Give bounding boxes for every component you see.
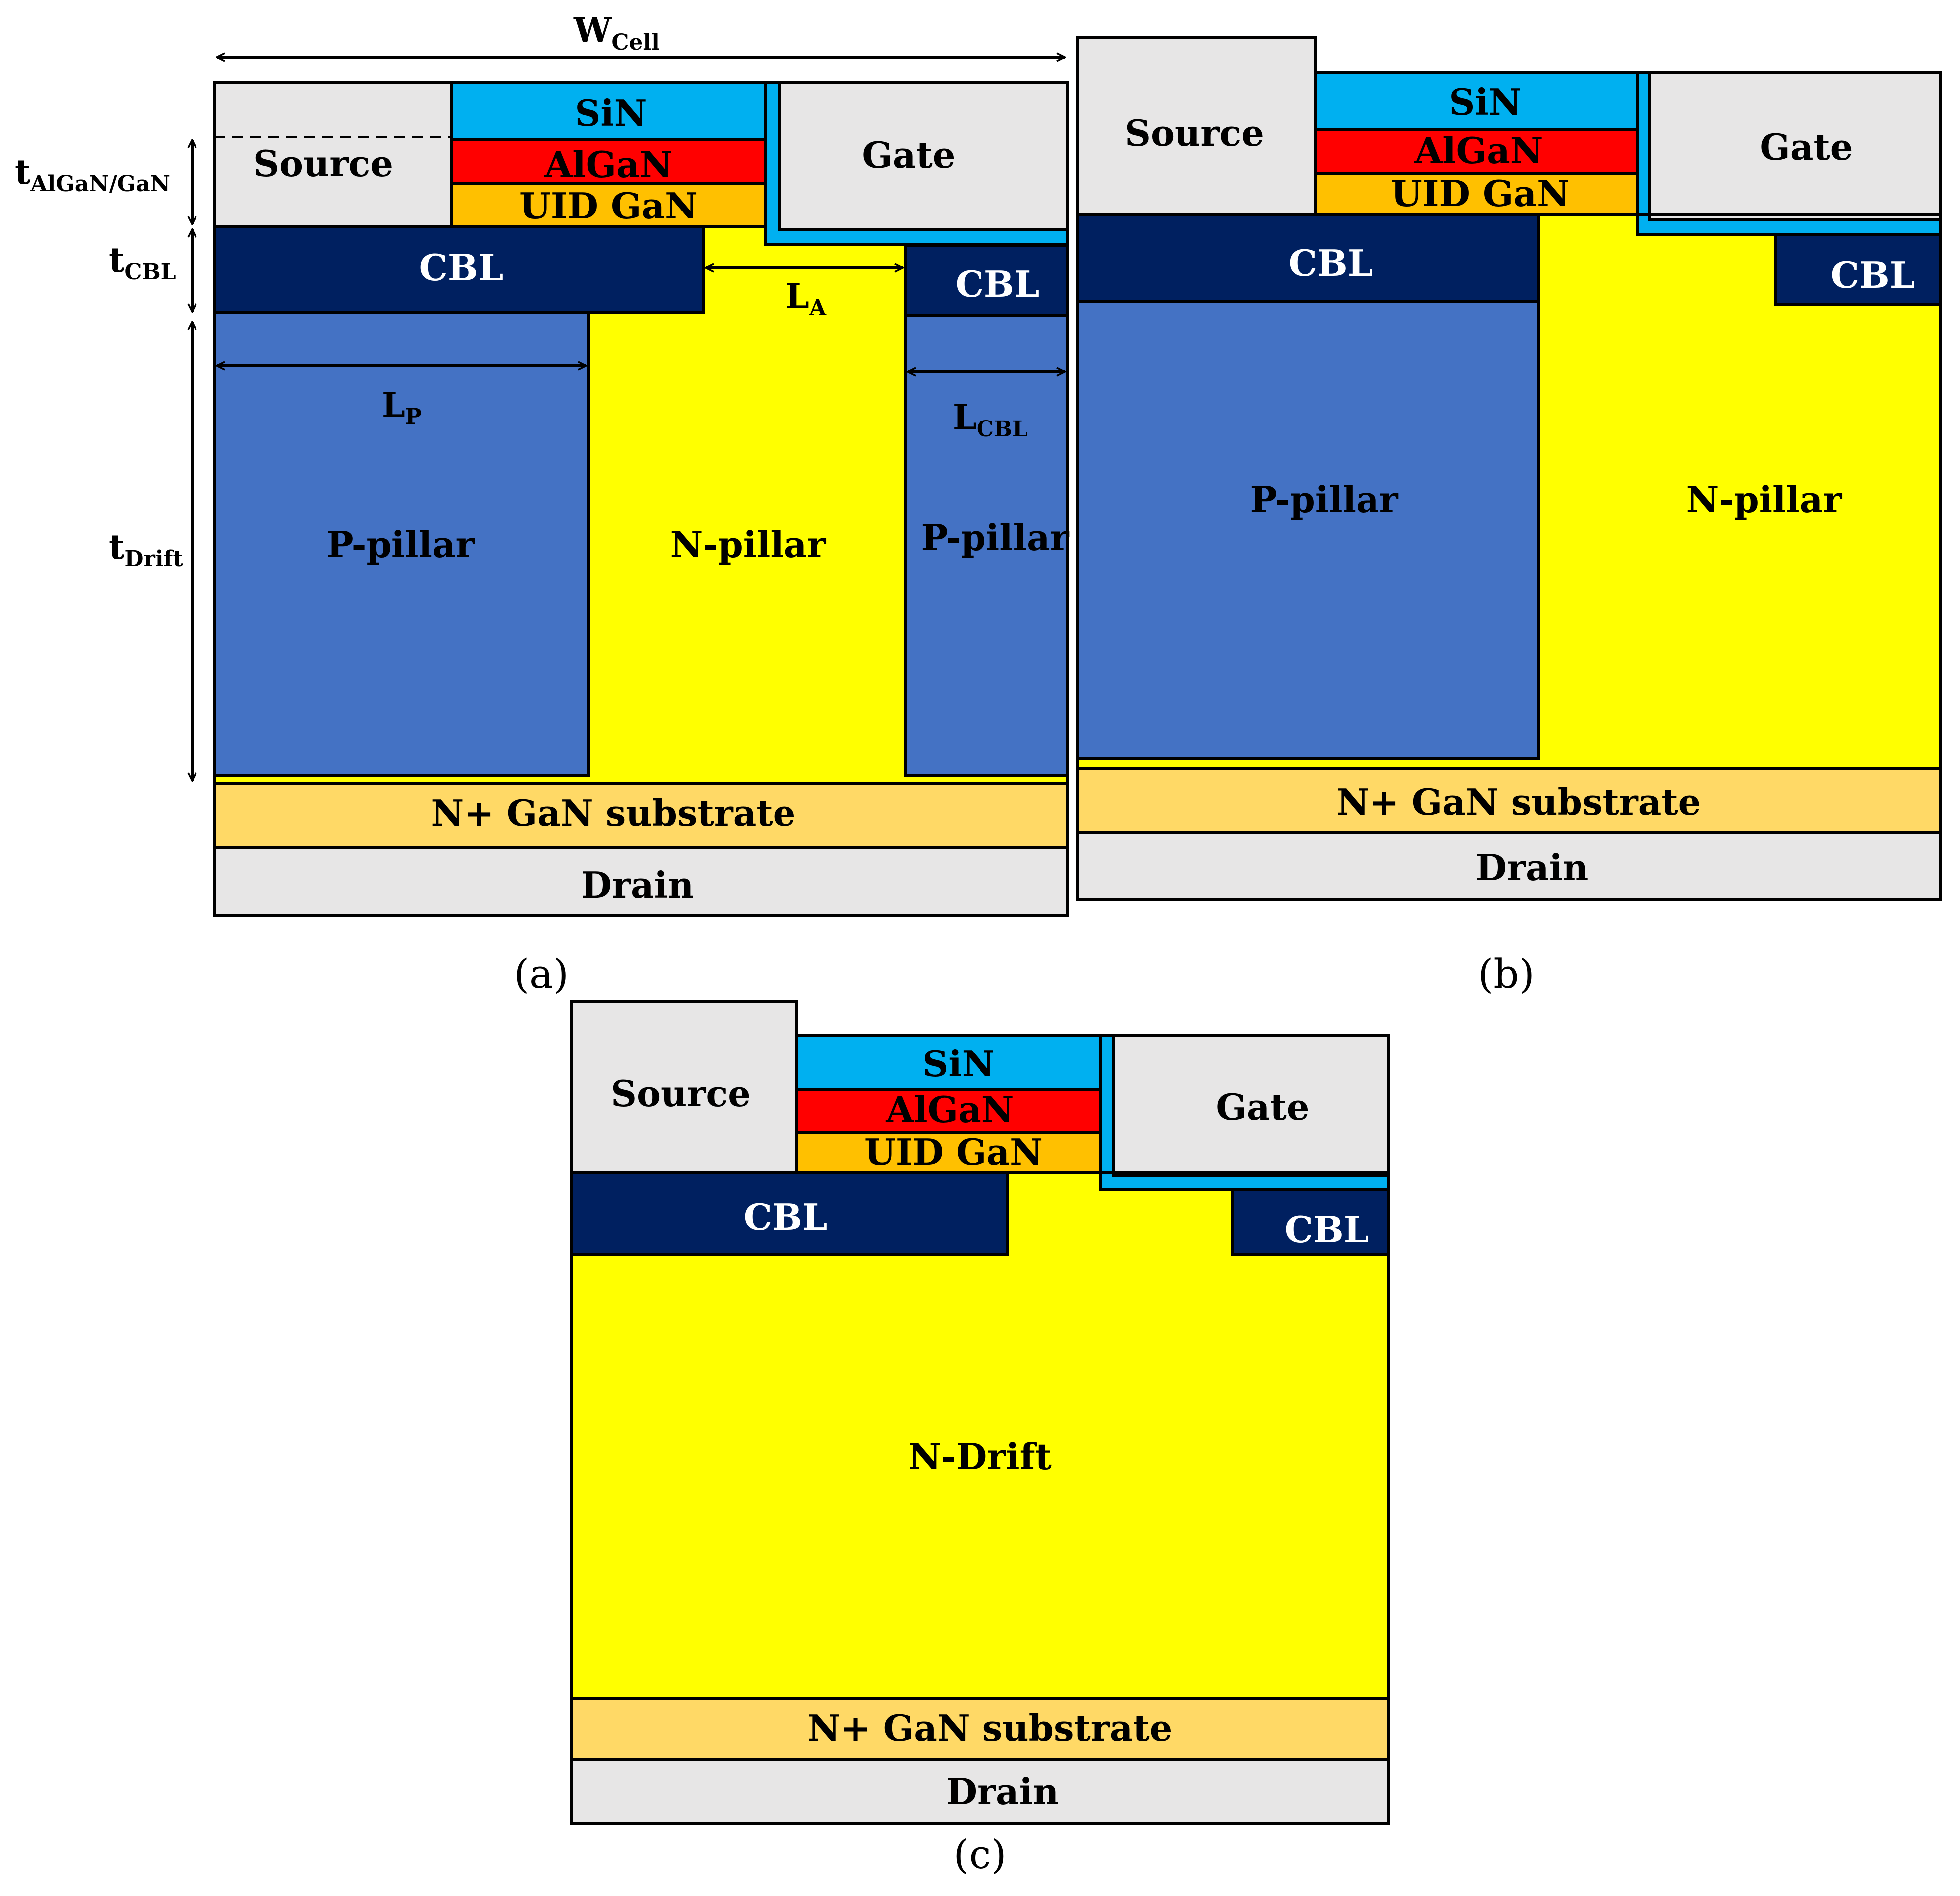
caption-c: (c): [953, 1831, 1006, 1878]
panel-a-algan-label: AlGaN: [544, 143, 672, 186]
panel-a-outline: [213, 81, 1069, 917]
panel-c-cbl-right: [1231, 1188, 1390, 1256]
panel-a-p-pillar-right: [904, 314, 1069, 777]
panel-b-body-outline: [1076, 213, 1942, 901]
panel-b-source: [1076, 36, 1317, 216]
panel-c-source-label: Source: [611, 1072, 751, 1115]
panel-c-n-drift-fill: [571, 1172, 1389, 1698]
panel-a-n-pillar-label: N-pillar: [670, 523, 827, 566]
panel-a-sin-label: SiN: [575, 92, 647, 134]
panel-c-n-drift-label: N-Drift: [908, 1435, 1052, 1477]
panel-a-gate-label: Gate: [862, 134, 955, 176]
panel-b-cbl-right-label: CBL: [1831, 254, 1915, 296]
panel-c-uid-gan-label: UID GaN: [864, 1131, 1043, 1173]
t-drift-label: tDrift: [109, 527, 183, 572]
panel-c-gate-label: Gate: [1216, 1086, 1309, 1128]
panel-c: Source SiN AlGaN UID GaN Gate CBL CBL N-…: [570, 1000, 1390, 1878]
panel-b-drain: [1076, 831, 1942, 901]
panel-a-substrate-label: N+ GaN substrate: [431, 792, 796, 834]
panel-c-drain: [570, 1758, 1390, 1825]
panel-c-algan-label: AlGaN: [885, 1088, 1014, 1131]
panel-a-source: [213, 81, 453, 228]
panel-c-gate: [1112, 1034, 1390, 1177]
panel-c-substrate-label: N+ GaN substrate: [808, 1707, 1173, 1749]
panel-a-cbl-left-label: CBL: [419, 246, 504, 289]
panel-a-p-pillar-left-label: P-pillar: [326, 523, 475, 566]
panel-b-n-pillar-label: N-pillar: [1686, 478, 1843, 521]
panel-a-source-label: Source: [253, 142, 393, 185]
panel-a-drain-label: Drain: [581, 864, 694, 906]
panel-c-uid-gan: [795, 1131, 1102, 1174]
panel-c-cbl-left-label: CBL: [744, 1196, 828, 1238]
panel-b-algan-label: AlGaN: [1414, 129, 1543, 172]
panel-b-substrate-label: N+ GaN substrate: [1337, 781, 1701, 823]
panel-a-cbl-left: [213, 225, 705, 314]
panel-b-p-pillar: [1076, 300, 1540, 760]
panel-a-drain: [213, 846, 1069, 917]
panel-a-cbl-right-label: CBL: [956, 263, 1040, 305]
panel-a-sin: [450, 81, 767, 141]
panel-a-p-pillar-right-label: P-pillar: [921, 516, 1069, 559]
panel-a: Source SiN AlGaN UID GaN Gate CBL CBL P-…: [15, 11, 1070, 997]
l-a-label: LA: [785, 276, 827, 321]
panel-c-sin-label: SiN: [922, 1043, 994, 1085]
panel-a-p-pillar-left: [213, 311, 590, 777]
panel-b-drain-label: Drain: [1476, 846, 1589, 889]
panel-c-cbl-right-label: CBL: [1285, 1208, 1369, 1251]
t-algan-gan-label: tAlGaN/GaN: [15, 152, 170, 197]
caption-a: (a): [514, 951, 569, 997]
l-cbl-label: LCBL: [953, 398, 1028, 442]
panel-b: Source SiN AlGaN UID GaN Gate CBL CBL P-…: [1076, 36, 1942, 997]
panel-b-cbl-right: [1774, 233, 1942, 306]
panel-c-algan: [795, 1088, 1102, 1134]
panel-a-cbl-right: [904, 244, 1069, 317]
l-p-label: LP: [382, 385, 422, 429]
panel-c-source: [570, 1000, 798, 1174]
panel-b-gate: [1648, 71, 1942, 221]
w-cell-label: WCell: [573, 11, 660, 55]
panel-c-drain-label: Drain: [946, 1770, 1059, 1813]
panel-b-gate-label: Gate: [1760, 126, 1853, 168]
panel-b-sin-label: SiN: [1449, 81, 1521, 123]
panel-b-p-pillar-label: P-pillar: [1250, 478, 1398, 521]
panel-a-uid-gan-label: UID GaN: [519, 185, 698, 227]
panel-b-source-label: Source: [1125, 112, 1264, 154]
panel-c-body-outline: [570, 1171, 1390, 1825]
panel-c-cbl-left: [570, 1171, 1009, 1256]
panel-b-cbl-left-label: CBL: [1289, 242, 1373, 284]
t-cbl-label: tCBL: [109, 240, 176, 285]
caption-b: (b): [1478, 951, 1535, 997]
panel-b-uid-gan-label: UID GaN: [1391, 172, 1569, 214]
